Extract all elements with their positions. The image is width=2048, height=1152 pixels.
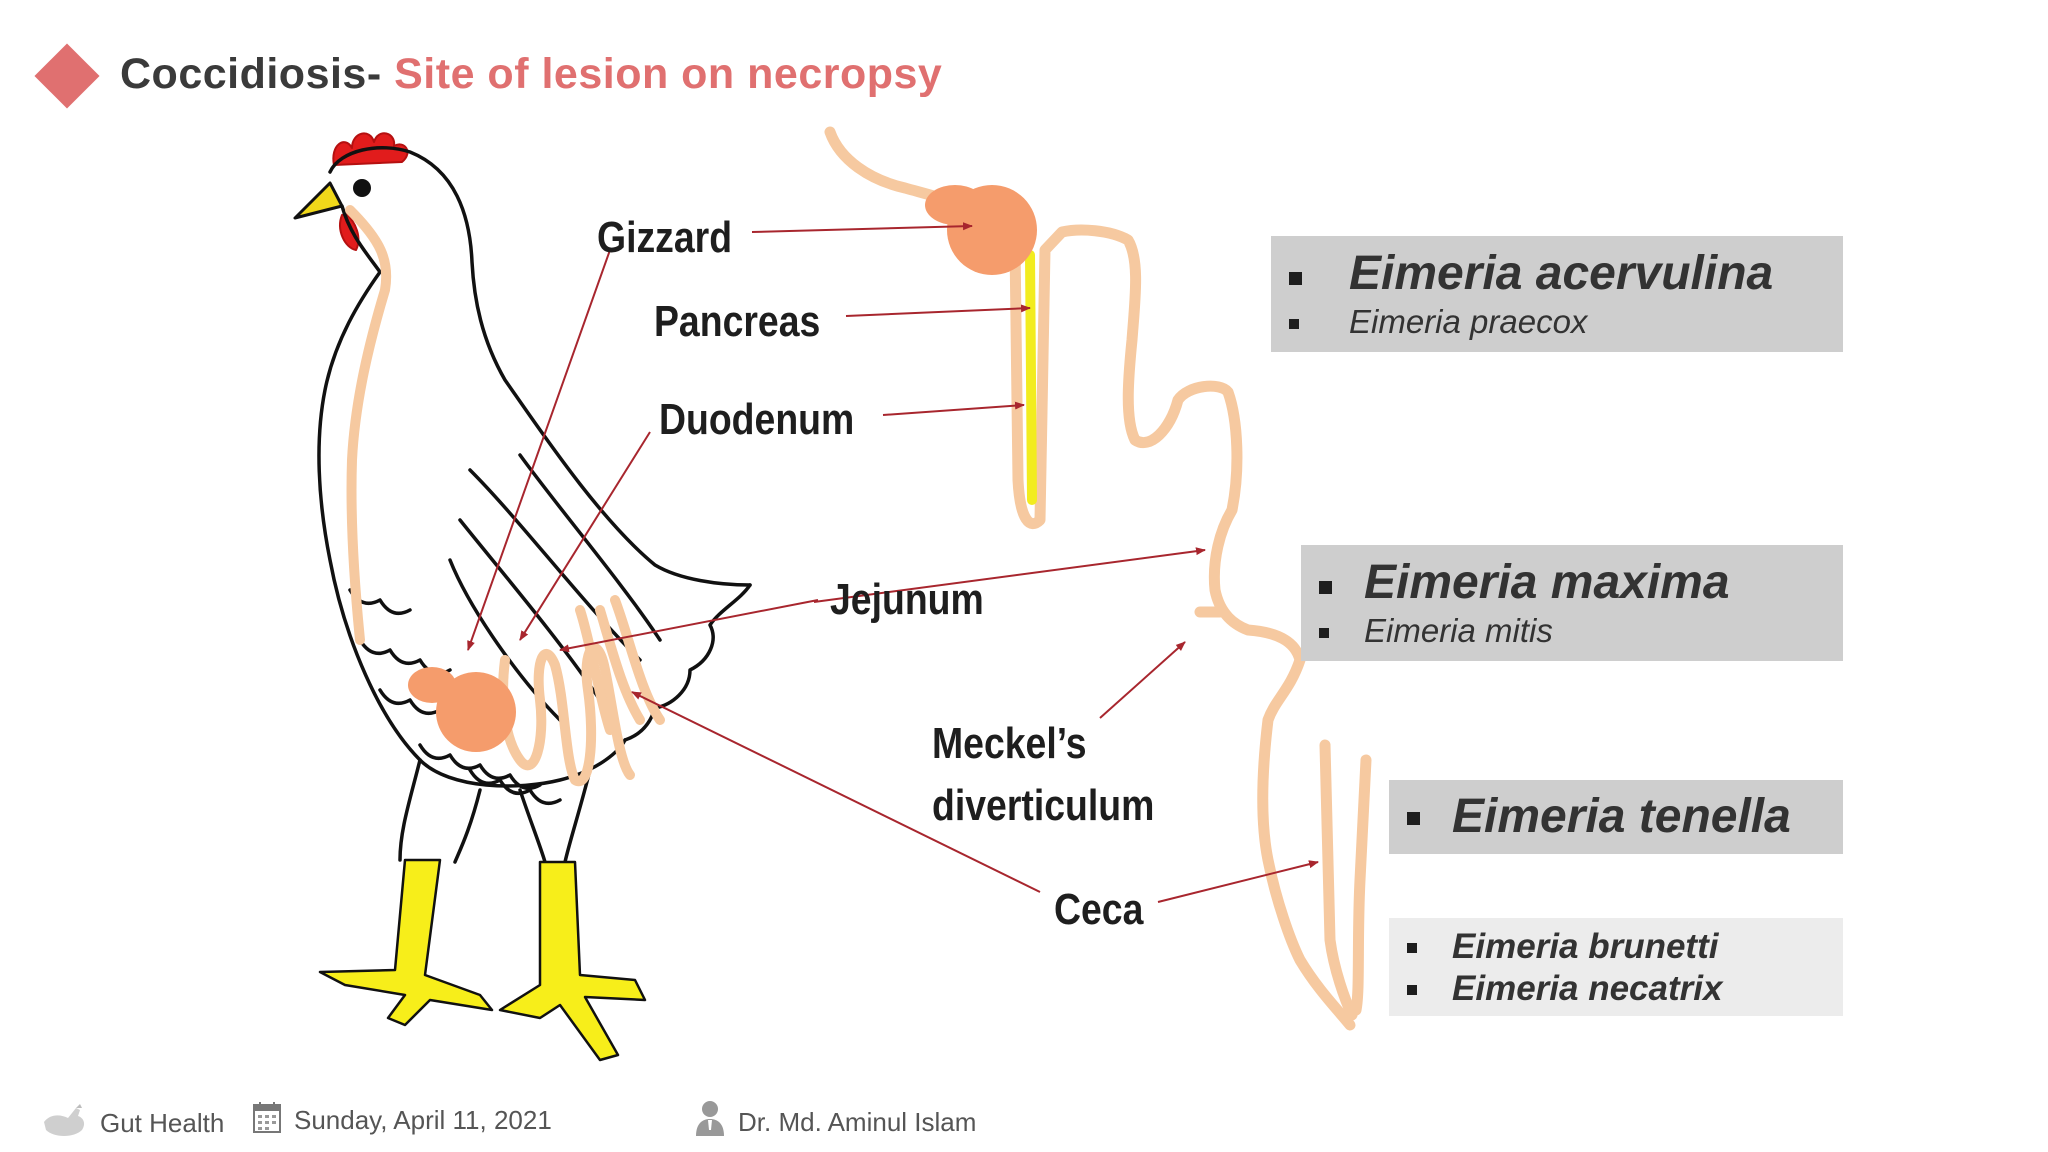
label-ceca: Ceca — [1054, 884, 1144, 934]
chicken-gizzard — [436, 672, 516, 752]
label-duodenum: Duodenum — [659, 394, 854, 444]
species-box-other: Eimeria brunetti Eimeria necatrix — [1389, 918, 1843, 1016]
species-brunetti: Eimeria brunetti — [1389, 926, 1843, 968]
footer-topic: Gut Health — [40, 1100, 224, 1147]
pancreas — [1025, 250, 1037, 505]
label-pancreas: Pancreas — [654, 296, 820, 346]
pointer-arrows — [467, 222, 1319, 903]
chicken-inner-gut — [345, 205, 665, 787]
species-praecox: Eimeria praecox — [1271, 302, 1843, 342]
label-jejunum: Jejunum — [830, 574, 984, 624]
species-mitis: Eimeria mitis — [1301, 611, 1843, 651]
title-main: Coccidiosis- — [120, 50, 382, 98]
species-box-ceca: Eimeria tenella — [1389, 780, 1843, 854]
slide-title: Coccidiosis- Site of lesion on necropsy — [120, 50, 942, 99]
chicken-eye — [353, 179, 371, 197]
species-box-duodenum: Eimeria acervulina Eimeria praecox — [1271, 236, 1843, 352]
title-accent: Site of lesion on necropsy — [394, 50, 943, 98]
species-acervulina: Eimeria acervulina — [1271, 246, 1843, 302]
species-tenella: Eimeria tenella — [1389, 780, 1843, 854]
footer-topic-text: Gut Health — [100, 1108, 225, 1138]
label-meckels-1: Meckel’s — [932, 718, 1087, 768]
label-meckels-2: diverticulum — [932, 780, 1154, 830]
species-maxima: Eimeria maxima — [1301, 555, 1843, 611]
ceca-branch-2 — [1350, 754, 1372, 1016]
calendar-icon — [252, 1100, 282, 1141]
footer-date: Sunday, April 11, 2021 — [252, 1100, 552, 1141]
chicken-feet — [318, 858, 647, 1062]
label-gizzard: Gizzard — [597, 212, 732, 262]
species-necatrix: Eimeria necatrix — [1389, 968, 1843, 1010]
footer-author-text: Dr. Md. Aminul Islam — [738, 1107, 977, 1137]
footer-author: Dr. Md. Aminul Islam — [694, 1100, 976, 1145]
footer-date-text: Sunday, April 11, 2021 — [294, 1105, 552, 1135]
chicken-icon — [40, 1100, 88, 1147]
chicken-beak — [293, 181, 344, 220]
duodenal-loop — [1009, 224, 1356, 1031]
ceca-branch-1 — [1319, 739, 1358, 1021]
person-icon — [694, 1100, 726, 1145]
species-box-jejunum: Eimeria maxima Eimeria mitis — [1301, 545, 1843, 661]
